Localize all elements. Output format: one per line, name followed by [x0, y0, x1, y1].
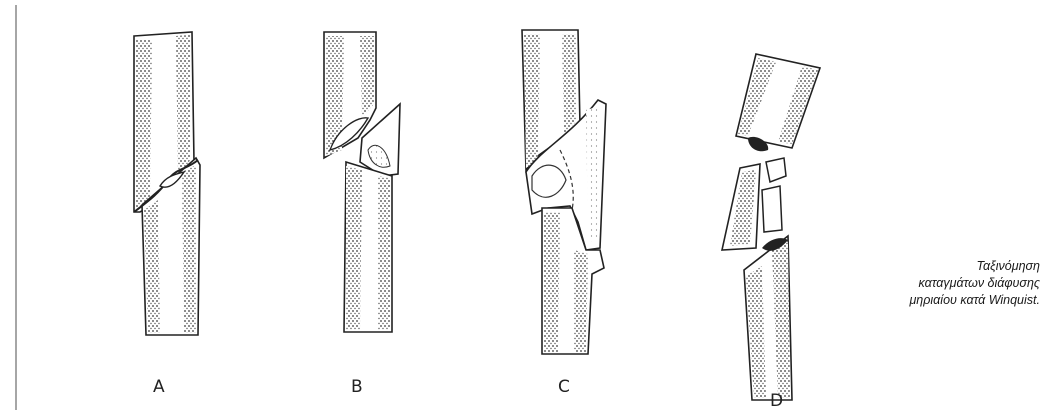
caption-line-3: μηριαίου κατά Winquist.: [858, 292, 1040, 309]
panel-b-illustration: [324, 32, 400, 332]
figure-caption: Ταξινόμηση καταγμάτων διάφυσης μηριαίου …: [858, 258, 1040, 309]
panel-label-c: C: [558, 377, 570, 397]
panel-c-illustration: [522, 30, 606, 354]
caption-line-1: Ταξινόμηση: [858, 258, 1040, 275]
panel-d-illustration: [722, 54, 820, 400]
panel-label-a: A: [153, 377, 165, 397]
panel-label-b: B: [351, 377, 363, 397]
caption-line-2: καταγμάτων διάφυσης: [858, 275, 1040, 292]
panel-label-d: D: [770, 391, 783, 411]
panel-a-illustration: [134, 32, 200, 335]
